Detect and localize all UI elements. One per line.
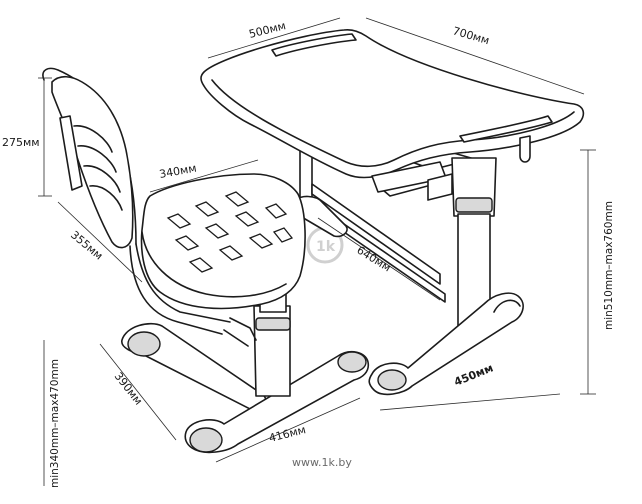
chair-back-handle bbox=[59, 115, 83, 191]
dimension-lines bbox=[38, 17, 596, 486]
chair-seat-edge bbox=[141, 231, 287, 298]
desk-tabletop-edge bbox=[211, 79, 575, 168]
dimension-labels: 500мм 700мм 275мм 340мм 355мм 640мм min5… bbox=[2, 19, 615, 488]
dim-chair-back-height: 275мм bbox=[2, 136, 40, 149]
chair-back-support bbox=[129, 243, 231, 335]
desk-leg-ring bbox=[455, 197, 493, 213]
chair-column-ring bbox=[255, 317, 291, 331]
desk-tabletop bbox=[200, 29, 585, 179]
chair-seat-hinge bbox=[223, 317, 257, 347]
chair-front-foot-cap-right bbox=[337, 351, 367, 373]
chair-seat-slots bbox=[166, 191, 294, 273]
dim-seat-height: min340mm–max470mm bbox=[49, 359, 61, 488]
desk-front-lip bbox=[459, 115, 553, 143]
chair-front-foot-cap bbox=[189, 427, 223, 453]
desk-pen-groove bbox=[271, 33, 357, 57]
svg-text:1k: 1k bbox=[316, 239, 336, 255]
dim-desk-width: 500мм bbox=[248, 19, 288, 41]
dim-desk-height: min510mm–max760mm bbox=[603, 201, 615, 330]
desk-back-crossbar bbox=[311, 183, 441, 285]
dim-chair-base-depth: 390мм bbox=[112, 370, 145, 408]
dim-seat-width: 340мм bbox=[158, 162, 197, 181]
dim-desk-depth: 700мм bbox=[451, 24, 491, 47]
dim-chair-base-width: 416мм bbox=[268, 423, 308, 445]
desk-bag-hook bbox=[519, 135, 531, 163]
dim-seat-depth: 355мм bbox=[68, 228, 105, 262]
chair bbox=[42, 67, 370, 454]
desk-front-foot bbox=[368, 292, 524, 396]
chair-seat bbox=[140, 173, 306, 310]
desk bbox=[200, 29, 585, 396]
chair-base-front bbox=[184, 350, 370, 454]
watermark-text: www.1k.by bbox=[292, 456, 352, 469]
desk-side-bracket bbox=[427, 173, 453, 201]
desk-front-foot-cap bbox=[377, 369, 407, 391]
chair-rear-foot-cap bbox=[127, 331, 161, 357]
dim-desk-foot-length: 450мм bbox=[452, 361, 495, 388]
chair-backrest-slats bbox=[73, 125, 123, 211]
desk-front-foot-edge bbox=[493, 299, 521, 313]
chair-backrest bbox=[51, 75, 134, 249]
